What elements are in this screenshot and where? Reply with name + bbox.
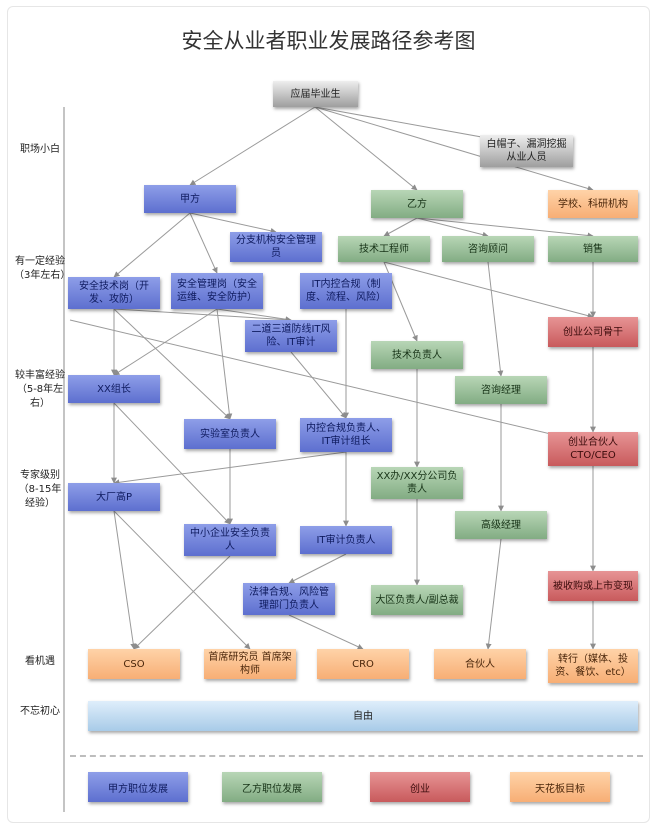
connector-arrow [113,212,191,278]
connector-arrow [290,351,347,419]
node-legal-risk-dept-head: 法律合规、风险管理部门负责人 [243,583,335,615]
legend-divider [70,755,643,757]
node-security-mgmt-role: 安全管理岗（安全运维、安全防护） [171,273,263,309]
node-consulting-manager: 咨询经理 [455,376,547,404]
node-party-b: 乙方 [371,190,463,218]
legend-ceiling-goal: 天花板目标 [510,772,610,802]
connector-arrow [189,212,277,234]
node-startup-core-member: 创业公司骨干 [548,317,638,347]
connector-lines [69,106,596,650]
node-tech-engineer: 技术工程师 [338,236,430,262]
node-region-head-vp: 大区负责人/副总裁 [371,585,463,615]
connector-arrow [113,402,231,525]
connector-arrow [485,538,502,650]
connector-arrow [113,308,218,376]
node-white-hat: 白帽子、漏洞挖掘从业人员 [480,135,573,167]
connector-arrow [113,510,251,650]
connector-arrow [113,510,137,650]
connector-arrow [383,261,594,319]
node-xx-team-lead: XX组长 [68,375,160,403]
diagram-title: 安全从业者职业发展路径参考图 [181,29,476,53]
level-label-opportunity: 看机遇 [25,656,55,667]
connector-arrow [113,451,347,486]
node-bigco-senior-p: 大厂高P [68,483,160,511]
node-sales: 销售 [548,236,638,262]
level-label-5-8-years: 较丰富经验（5-8年左右） [15,370,65,409]
node-sme-security-lead: 中小企业安全负责人 [184,524,276,556]
node-it-internal-control: IT内控合规（制度、流程、风险） [300,273,392,309]
node-cro: CRO [317,649,409,679]
connector-arrow [416,217,594,239]
legend-party-a: 甲方职位发展 [88,772,188,802]
node-senior-manager: 高级经理 [455,511,547,539]
connector-arrow [69,319,594,446]
node-chief-researcher: 首席研究员 首席架构师 [204,649,296,679]
connector-arrow [416,217,489,238]
connector-arrow [314,106,418,191]
connector-arrow [216,308,233,420]
node-it-audit-lead: IT审计负责人 [300,526,392,554]
timeline-axis [63,107,65,812]
connector-arrow [314,106,594,192]
legend-party-b: 乙方职位发展 [222,772,322,802]
connector-arrow [288,553,347,584]
node-branch-security-admin: 分支机构安全管理员 [230,232,322,262]
node-startup-cofounder: 创业合伙人 CTO/CEO [548,432,638,466]
node-cso: CSO [88,649,180,679]
node-party-a: 甲方 [144,185,236,213]
level-label-original-aspiration: 不忘初心 [20,706,60,717]
level-label-expert: 专家级别（8-15年经验） [18,470,62,509]
node-tech-lead: 技术负责人 [371,341,463,369]
node-security-tech-role: 安全技术岗（开发、攻防） [68,277,160,309]
connector-arrow [288,614,364,650]
node-consultant: 咨询顾问 [442,236,534,262]
node-school: 学校、科研机构 [548,190,638,218]
node-lab-lead: 实验室负责人 [184,419,276,449]
connector-arrow [133,555,231,650]
level-label-newbie: 职场小白 [20,144,60,155]
connector-arrow [383,217,418,237]
connector-arrow [189,106,316,186]
node-office-branch-lead: XX办/XX分公司负责人 [371,467,463,499]
node-graduate: 应届毕业生 [273,81,358,107]
connector-arrow [189,212,218,274]
diagram-canvas: 安全从业者职业发展路径参考图 职场小白 有一定经验（3年左右） 较丰富经验（5-… [7,6,650,823]
node-compliance-lead: 内控合规负责人、IT审计组长 [300,418,392,452]
legend-startup: 创业 [370,772,470,802]
connector-arrow [113,308,231,420]
connector-arrow [487,261,504,377]
connector-arrow [216,308,292,323]
level-label-3-years: 有一定经验（3年左右） [14,256,71,281]
node-second-third-defense: 二道三道防线IT风险、IT审计 [245,320,337,352]
node-partner: 合伙人 [434,649,526,679]
connector-arrow [113,308,292,323]
node-freedom: 自由 [88,701,638,731]
node-career-change: 转行（媒体、投资、餐饮、etc） [548,649,638,683]
node-acquired-or-ipo: 被收购或上市变现 [548,571,638,601]
